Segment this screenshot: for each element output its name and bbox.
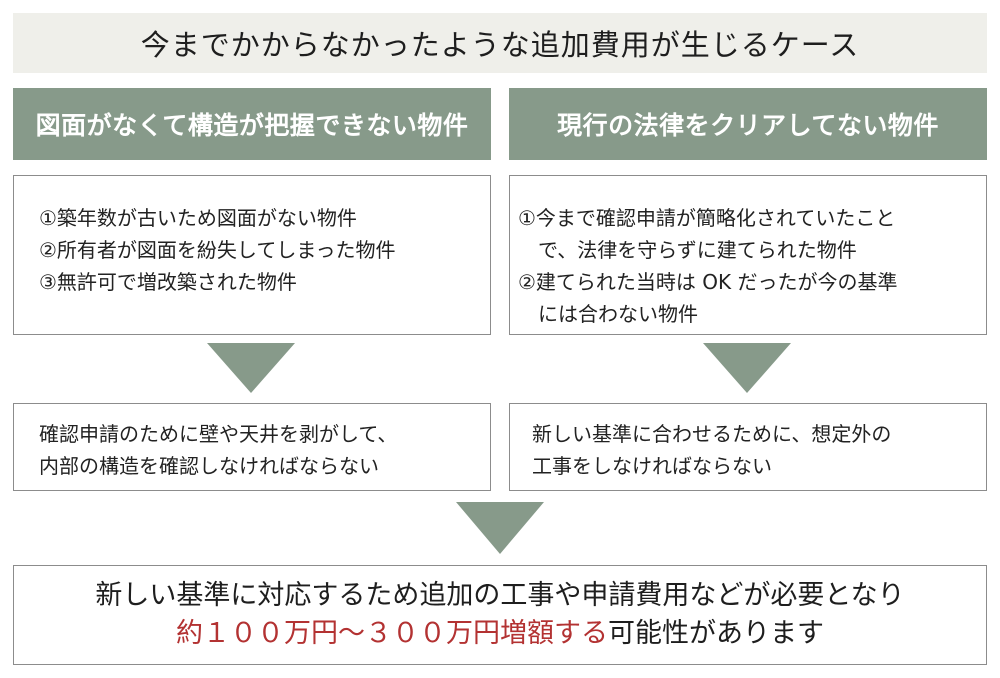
- right-cause-2-cont: には合わない物件: [538, 302, 698, 326]
- right-column-header: 現行の法律をクリアしてない物件: [509, 88, 987, 160]
- conclusion-line-2: 約１００万円〜３００万円増額する可能性があります: [176, 615, 824, 653]
- left-down-arrow: [207, 343, 295, 393]
- right-down-arrow: [703, 343, 791, 393]
- right-cause-1: ①今まで確認申請が簡略化されていたこと: [518, 206, 896, 230]
- left-result-line-2: 内部の構造を確認しなければならない: [39, 454, 379, 478]
- left-result-box: 確認申請のために壁や天井を剥がして、 内部の構造を確認しなければならない: [13, 403, 491, 491]
- left-causes-box: ①築年数が古いため図面がない物件 ②所有者が図面を紛失してしまった物件 ③無許可…: [13, 175, 491, 335]
- conclusion-rest: 可能性があります: [608, 618, 824, 649]
- diagram-title: 今までかからなかったような追加費用が生じるケース: [13, 13, 987, 73]
- left-cause-3: ③無許可で増改築された物件: [39, 270, 297, 294]
- right-cause-1-cont: で、法律を守らずに建てられた物件: [538, 238, 857, 262]
- right-result-box: 新しい基準に合わせるために、想定外の 工事をしなければならない: [509, 403, 987, 491]
- left-cause-1: ①築年数が古いため図面がない物件: [39, 206, 357, 230]
- conclusion-line-1: 新しい基準に対応するため追加の工事や申請費用などが必要となり: [95, 580, 905, 611]
- left-column-header: 図面がなくて構造が把握できない物件: [13, 88, 491, 160]
- right-result-line-2: 工事をしなければならない: [532, 454, 772, 478]
- right-cause-2: ②建てられた当時は OK だったが今の基準: [518, 270, 898, 294]
- left-result-line-1: 確認申請のために壁や天井を剥がして、: [39, 422, 398, 446]
- right-causes-box: ①今まで確認申請が簡略化されていたこと で、法律を守らずに建てられた物件 ②建て…: [509, 175, 987, 335]
- left-cause-2: ②所有者が図面を紛失してしまった物件: [39, 238, 396, 262]
- center-down-arrow: [456, 502, 544, 554]
- conclusion-box: 新しい基準に対応するため追加の工事や申請費用などが必要となり 約１００万円〜３０…: [13, 565, 987, 665]
- conclusion-highlight: 約１００万円〜３００万円増額する: [176, 618, 608, 649]
- right-result-line-1: 新しい基準に合わせるために、想定外の: [532, 422, 892, 446]
